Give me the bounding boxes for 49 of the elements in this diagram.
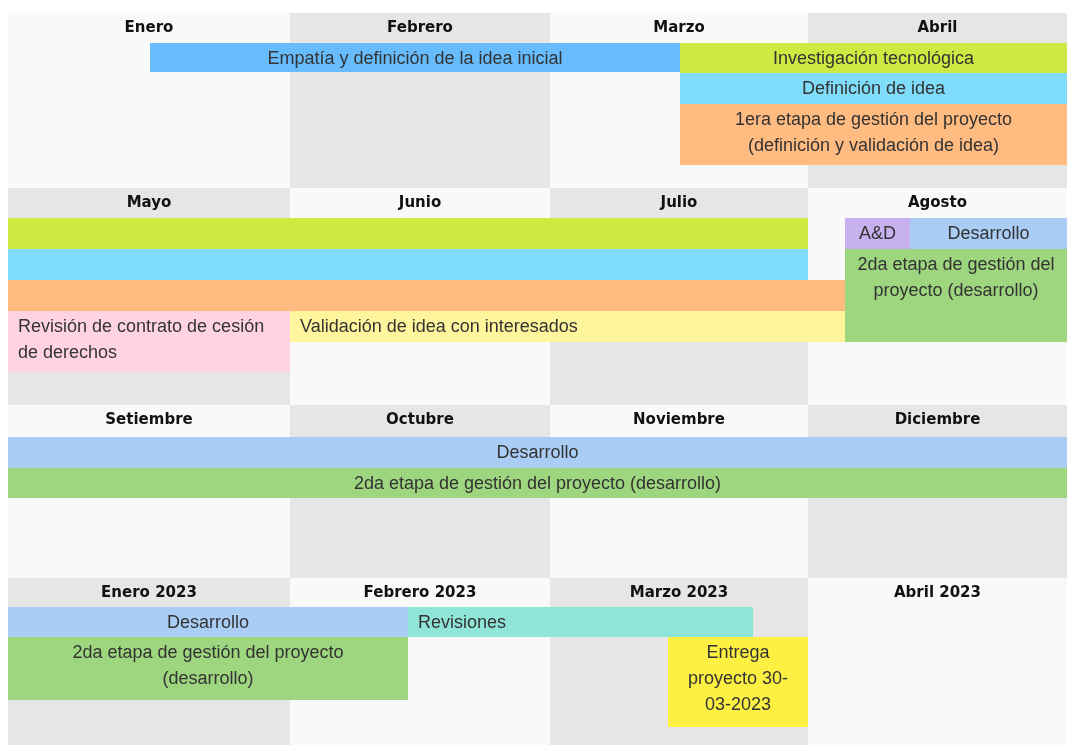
task-bar (668, 637, 808, 727)
month-label: Abril (917, 18, 958, 36)
task-label: 2da etapa de gestión del proyecto (desarrollo) (856, 253, 1056, 302)
month-label: Setiembre (105, 410, 193, 428)
task-label: 2da etapa de gestión del proyecto (desarrollo) (71, 641, 345, 690)
task-bar (150, 43, 680, 72)
month-label: Marzo (653, 18, 705, 36)
task-label: Revisiones (418, 611, 507, 634)
task-bar (680, 104, 1067, 165)
task-label: Revisión de contrato de cesión de derechos (18, 315, 266, 364)
month-label: Enero (124, 18, 174, 36)
month-label: Diciembre (894, 410, 981, 428)
task-bar (8, 218, 808, 249)
month-label: Junio (398, 193, 442, 211)
task-bar (8, 249, 808, 280)
task-label: A&D (859, 222, 896, 245)
task-label: Investigación tecnológica (772, 47, 975, 70)
task-bar (845, 218, 910, 249)
task-bar (8, 607, 408, 637)
task-bar (845, 249, 1067, 342)
month-label: Febrero (387, 18, 453, 36)
task-bar (8, 637, 408, 700)
task-label: Definición de idea (801, 77, 946, 100)
task-label: 1era etapa de gestión del proyecto (definición y validación de idea) (733, 108, 1014, 157)
month-label: Marzo 2023 (629, 583, 729, 601)
task-bar (408, 607, 753, 637)
month-label: Abril 2023 (894, 583, 981, 601)
month-label: Julio (660, 193, 698, 211)
task-bar (8, 468, 1067, 498)
task-bar (8, 280, 845, 311)
task-bar (680, 43, 1067, 73)
task-label: 2da etapa de gestión del proyecto (desarrollo) (353, 472, 722, 495)
task-label: Entrega proyecto 30-03-2023 (686, 641, 790, 716)
task-label: Desarrollo (496, 441, 579, 464)
task-bar (290, 311, 845, 342)
month-label: Enero 2023 (101, 583, 197, 601)
month-label: Agosto (907, 193, 968, 211)
task-bar (910, 218, 1067, 249)
task-label: Validación de idea con interesados (300, 315, 578, 338)
task-bar (8, 311, 290, 372)
task-bar (680, 73, 1067, 104)
month-label: Febrero 2023 (363, 583, 477, 601)
month-label: Mayo (126, 193, 172, 211)
task-bar (8, 437, 1067, 468)
task-label: Empatía y definición de la idea inicial (267, 47, 563, 70)
task-label: Desarrollo (947, 222, 1030, 245)
month-label: Noviembre (633, 410, 725, 428)
month-label: Octubre (386, 410, 454, 428)
task-label: Desarrollo (167, 611, 249, 634)
